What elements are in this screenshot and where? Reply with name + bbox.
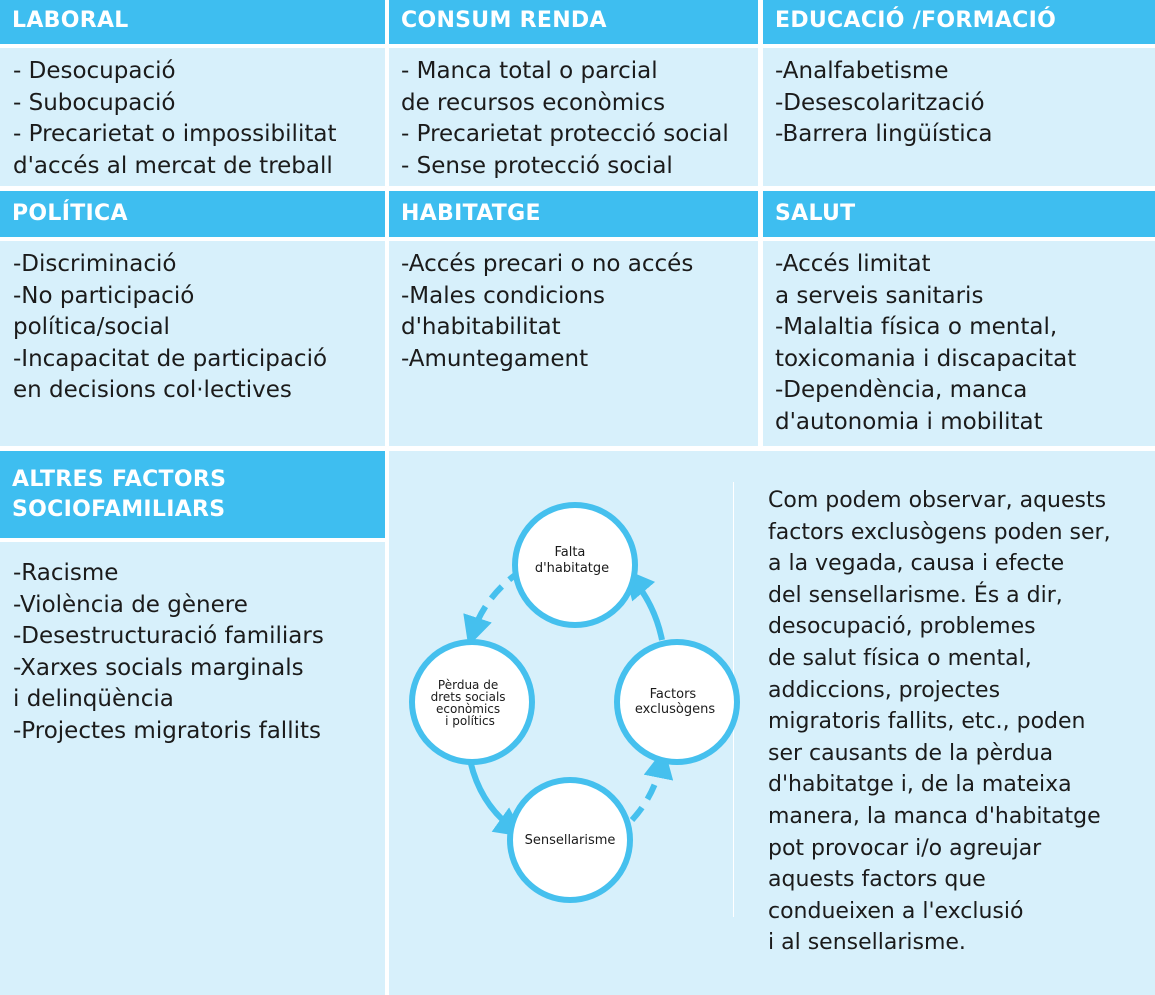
header-salut: SALUT: [763, 191, 1155, 237]
explanation-line: migratoris fallits, etc., poden: [768, 709, 1086, 735]
svg-text:Sensellarisme: Sensellarisme: [525, 833, 616, 848]
body-laboral: - Desocupació - Subocupació - Precarieta…: [0, 48, 385, 186]
list-item: en decisions col·lectives: [13, 377, 292, 403]
arrow-left-to-bottom: [467, 759, 525, 837]
label-top-1: Falta: [554, 545, 585, 560]
label-bottom: Sensellarisme: [525, 833, 616, 848]
arrow-right-to-top: [624, 568, 665, 641]
list-item: -Xarxes socials marginals: [13, 654, 304, 681]
explanation-line: d'habitatge i, de la mateixa: [768, 772, 1072, 798]
label-left-4: i polítics: [445, 714, 495, 728]
body-habitatge: -Accés precari o no accés -Males condici…: [389, 241, 758, 446]
list-item: i delinqüència: [13, 686, 174, 712]
explanation-line: manera, la manca d'habitatge: [768, 803, 1101, 829]
list-item: -Violència de gènere: [13, 591, 248, 618]
header-habitatge: HABITATGE: [389, 191, 758, 237]
list-item: d'accés al mercat de treball: [13, 152, 333, 179]
list-item: d'autonomia i mobilitat: [775, 408, 1043, 435]
explanation-line: factors exclusògens poden ser,: [768, 519, 1111, 545]
header-salut-text: SALUT: [775, 201, 856, 226]
list-item: -Amuntegament: [401, 345, 589, 372]
explanation-text: Com podem observar, aquests factors excl…: [768, 485, 1153, 959]
list-item: -No participació: [13, 282, 195, 309]
explanation-line: a la vegada, causa i efecte: [768, 551, 1065, 577]
list-item: -Projectes migratoris fallits: [13, 717, 321, 744]
explanation-line: i al sensellarisme.: [768, 930, 966, 956]
explanation-line: aquests factors que: [768, 867, 986, 893]
header-consum-renda-text: CONSUM RENDA: [401, 8, 607, 33]
header-altres-factors-line1: ALTRES FACTORS: [12, 467, 227, 492]
header-habitatge-text: HABITATGE: [401, 201, 541, 226]
list-item: - Manca total o parcial: [401, 58, 658, 84]
list-item: -Males condicions: [401, 282, 606, 309]
label-left-1: Pèrdua de: [438, 678, 498, 692]
list-item: d'habitabilitat: [401, 314, 561, 340]
list-item: - Precarietat protecció social: [401, 121, 729, 147]
explanation-line: Com podem observar, aquests: [768, 488, 1107, 513]
circle-factors-exclusogens: [614, 639, 740, 765]
list-item: -Accés limitat: [775, 251, 931, 277]
circle-perdua-drets: [409, 639, 535, 765]
list-item: -Analfabetisme: [775, 58, 949, 84]
list-item: -Desescolarització: [775, 89, 985, 116]
list-item: -Barrera lingüística: [775, 121, 993, 147]
header-educacio-formacio: EDUCACIÓ /FORMACIÓ: [763, 0, 1155, 44]
list-item: a serveis sanitaris: [775, 282, 984, 309]
explanation-line: desocupació, problemes: [768, 614, 1036, 640]
circle-sensellarisme: [507, 777, 633, 903]
explanation-line: del sensellarisme. És a dir,: [768, 582, 1063, 608]
header-laboral: LABORAL: [0, 0, 385, 44]
header-altres-factors-line2: SOCIOFAMILIARS: [12, 497, 226, 522]
label-top-2: d'habitatge: [535, 561, 609, 576]
list-item: -Accés precari o no accés: [401, 251, 694, 277]
list-item: -Dependència, manca: [775, 377, 1028, 403]
header-laboral-text: LABORAL: [12, 8, 129, 33]
list-item: política/social: [13, 314, 170, 340]
list-item: -Desestructuració familiars: [13, 623, 324, 649]
label-right-1: Factors: [650, 687, 697, 702]
explanation-line: de salut física o mental,: [768, 645, 1032, 671]
explanation-line: condueixen a l'exclusió: [768, 898, 1024, 924]
explanation-line: ser causants de la pèrdua: [768, 740, 1054, 766]
label-left-2: drets socials: [431, 690, 506, 704]
list-item: -Malaltia física o mental,: [775, 314, 1058, 340]
list-item: de recursos econòmics: [401, 89, 666, 116]
list-item: - Desocupació: [13, 58, 176, 84]
body-politica: -Discriminació -No participació política…: [0, 241, 385, 446]
arrow-bottom-to-right: [629, 748, 674, 823]
body-salut: -Accés limitat a serveis sanitaris -Mala…: [763, 241, 1155, 446]
list-item: - Sense protecció social: [401, 152, 673, 179]
label-left-3: econòmics: [436, 702, 500, 716]
header-altres-factors: ALTRES FACTORS SOCIOFAMILIARS: [0, 451, 385, 538]
svg-text:Falta d'habitatge: Falta d'habitatge: [535, 545, 609, 576]
list-item: - Subocupació: [13, 89, 176, 116]
header-politica-text: POLÍTICA: [12, 201, 128, 226]
svg-text:Pèrdua de drets socials: Pèrdua de drets socials econòmics i polí…: [431, 678, 510, 728]
explanation-line: pot provocar i/o agreujar: [768, 835, 1042, 861]
body-altres-factors: -Racisme -Violència de gènere -Desestruc…: [0, 542, 385, 995]
list-item: - Precarietat o impossibilitat: [13, 121, 337, 147]
header-politica: POLÍTICA: [0, 191, 385, 237]
cycle-diagram: Falta d'habitatge Pèrdua de drets social…: [409, 502, 740, 903]
svg-text:Factors exclusògens: Factors exclusògens: [635, 687, 715, 717]
explanation-line: addiccions, projectes: [768, 677, 1001, 703]
list-item: -Incapacitat de participació: [13, 345, 328, 372]
circle-falta-habitatge: [512, 502, 638, 628]
body-educacio-formacio: -Analfabetisme -Desescolarització -Barre…: [763, 48, 1155, 186]
list-item: -Racisme: [13, 560, 119, 586]
label-right-2: exclusògens: [635, 702, 715, 717]
list-item: -Discriminació: [13, 251, 177, 277]
body-consum-renda: - Manca total o parcial de recursos econ…: [389, 48, 758, 186]
header-educacio-formacio-text: EDUCACIÓ /FORMACIÓ: [775, 8, 1057, 33]
list-item: toxicomania i discapacitat: [775, 345, 1077, 372]
header-consum-renda: CONSUM RENDA: [389, 0, 758, 44]
